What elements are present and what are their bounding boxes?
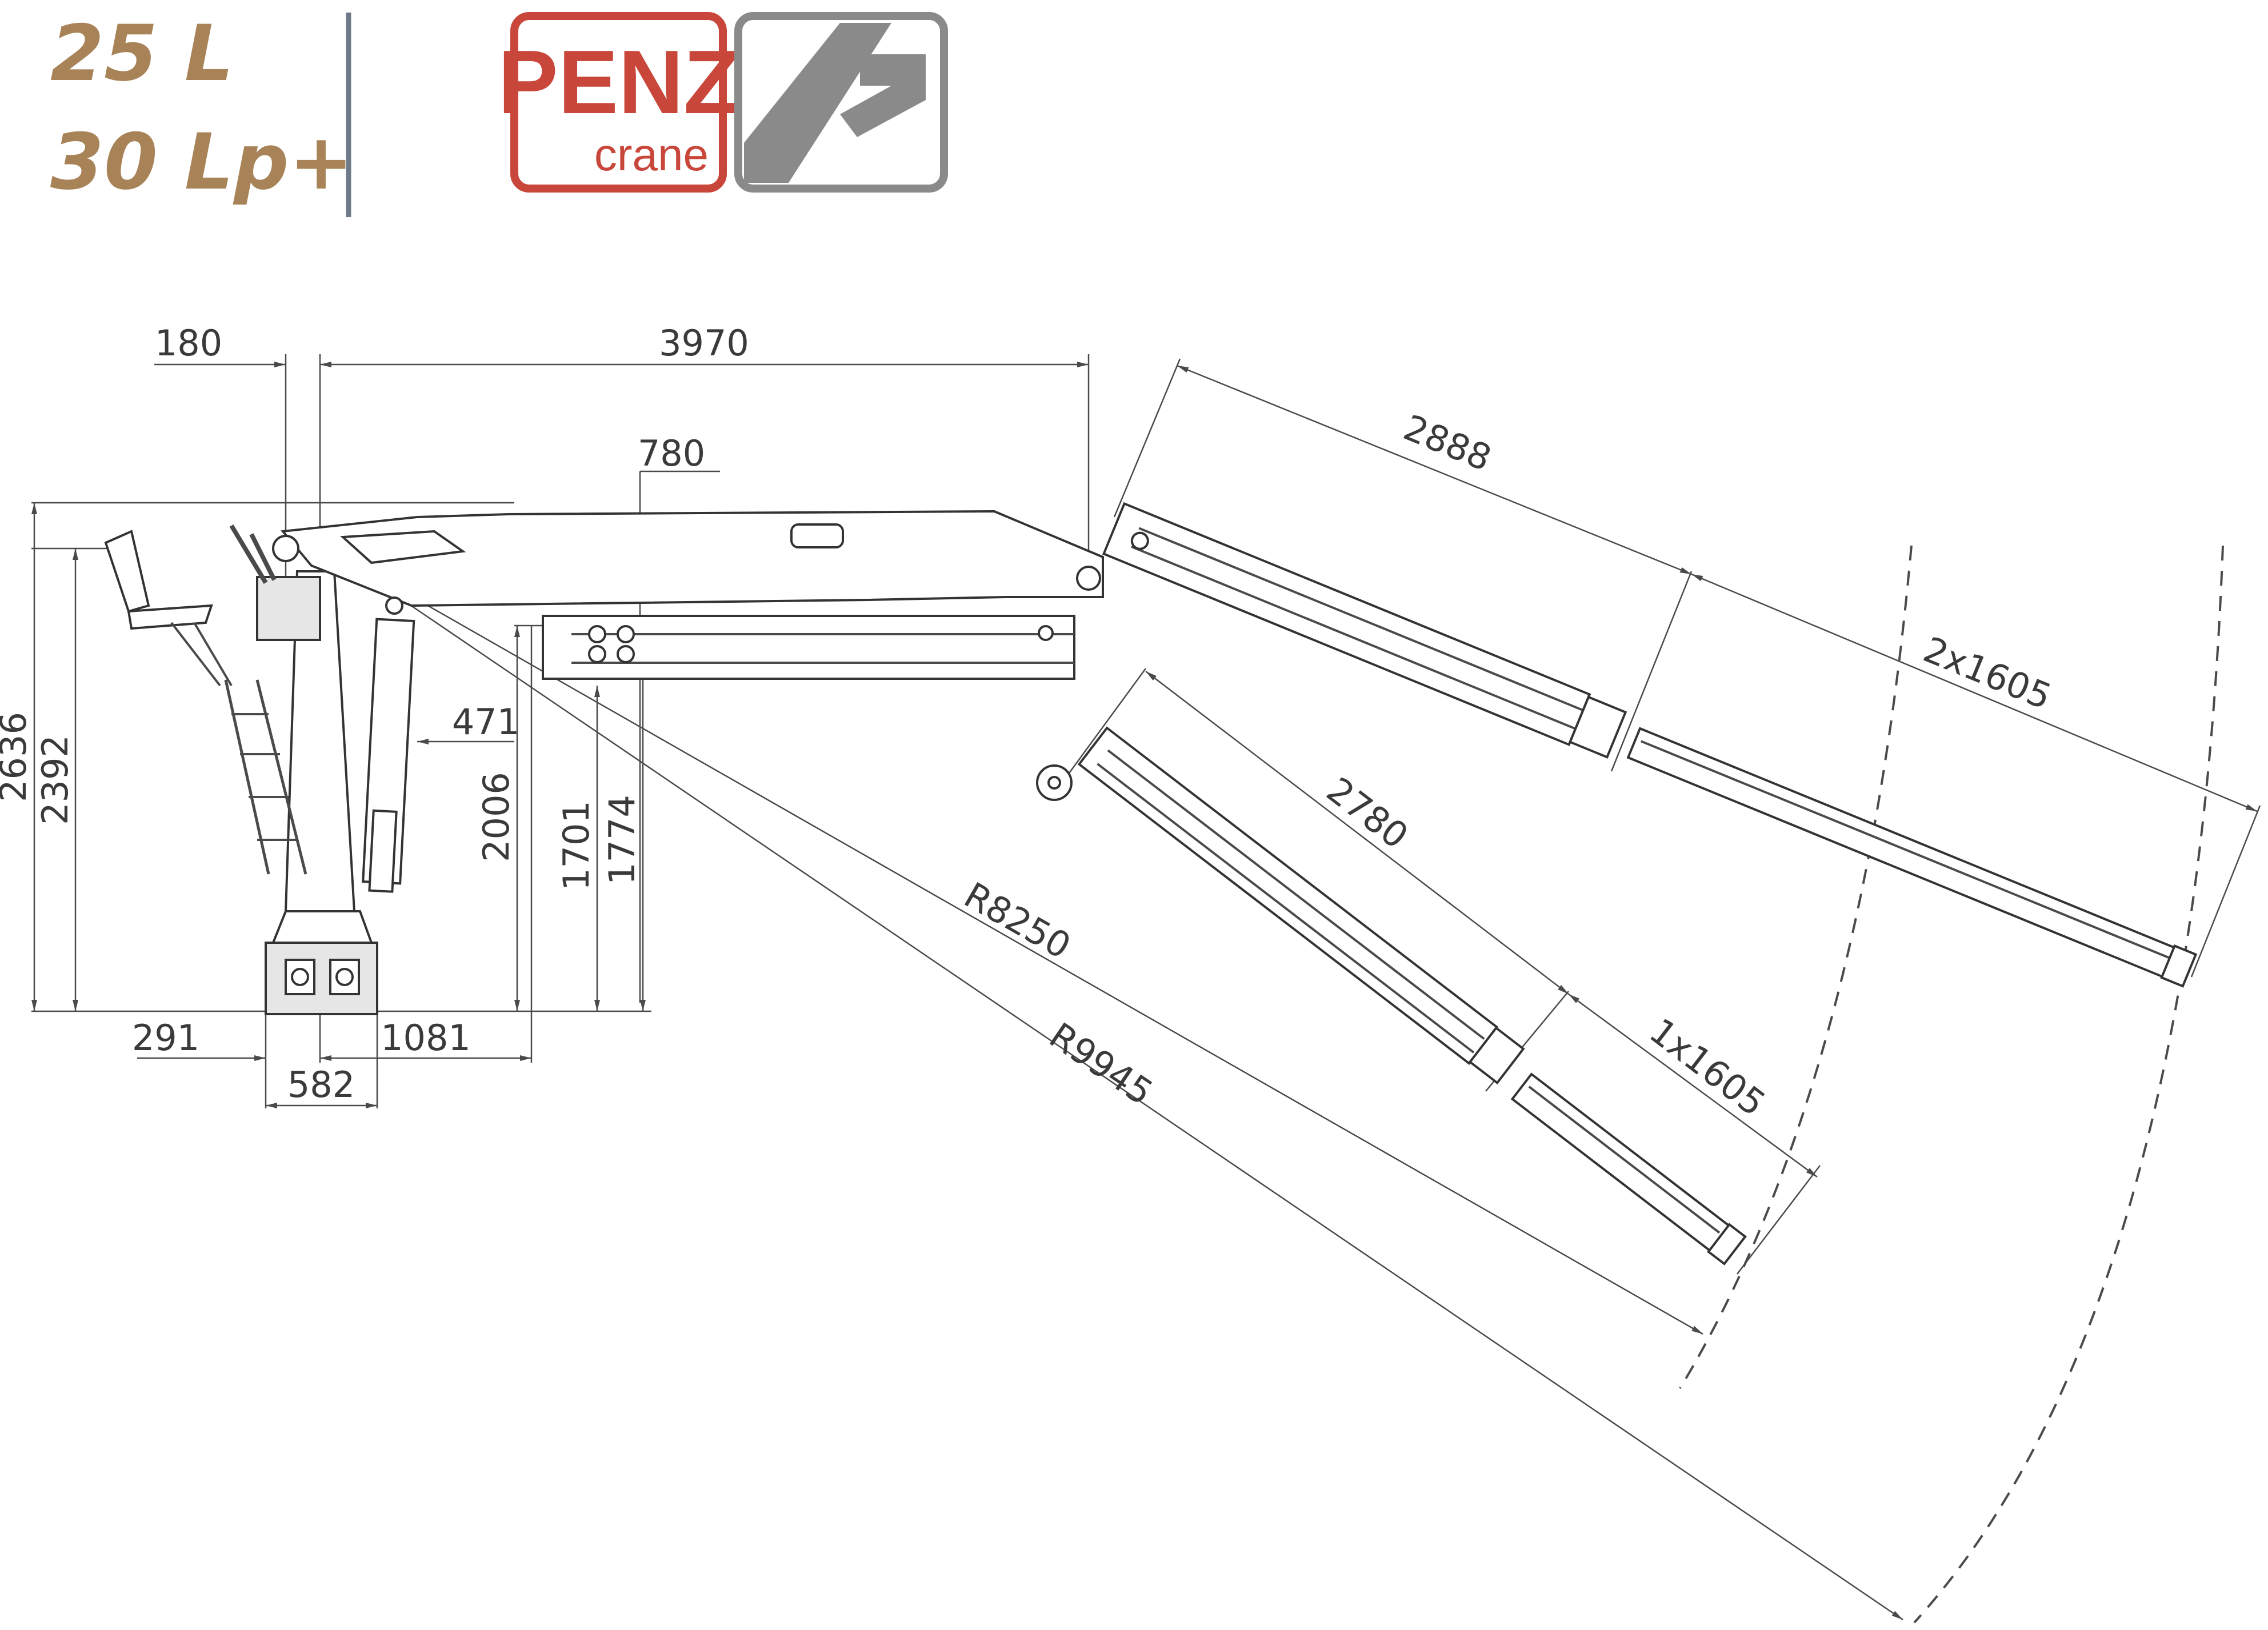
dim-1701: 1701 (555, 800, 597, 891)
control-valves (229, 524, 321, 641)
dim-780: 780 (638, 432, 705, 474)
header: 25 L 30 Lp+ PENZ crane (50, 9, 948, 217)
dim-2780: 2780 (1319, 769, 1416, 857)
lower-extension (1510, 1072, 1747, 1265)
brand-sub: crane (594, 129, 709, 180)
dim-2x1605: 2x1605 (1918, 628, 2057, 718)
upper-jib-boom (1102, 502, 1627, 759)
penz-crane-logo: PENZ crane (498, 12, 739, 193)
model-title-2: 30 Lp+ (50, 117, 354, 207)
dim-3970: 3970 (659, 322, 749, 364)
operator-seat (104, 530, 233, 687)
dim-2006: 2006 (475, 772, 517, 862)
dim-2636: 2636 (0, 712, 34, 802)
main-boom (281, 510, 1104, 607)
lower-jib-boom (1077, 726, 1525, 1085)
dim-471: 471 (452, 701, 519, 743)
crane-base (265, 942, 378, 1015)
dim-1x1605: 1x1605 (1642, 1010, 1773, 1124)
penz-emblem-icon (734, 12, 948, 193)
dim-2888: 2888 (1398, 406, 1497, 479)
dim-291: 291 (132, 1017, 199, 1059)
model-title-1: 25 L (50, 9, 234, 98)
dim-1774: 1774 (601, 795, 643, 885)
dim-582: 582 (287, 1064, 355, 1106)
radius-9945: R9945 (1042, 1015, 1160, 1114)
upper-extension (1626, 727, 2198, 988)
radius-8250: R8250 (957, 874, 1078, 967)
access-ladder (224, 679, 307, 875)
dim-2392: 2392 (34, 735, 76, 825)
dim-1081: 1081 (381, 1017, 471, 1059)
crane-body (104, 502, 2198, 1265)
dim-180: 180 (155, 322, 222, 364)
brand-word: PENZ (498, 32, 738, 133)
